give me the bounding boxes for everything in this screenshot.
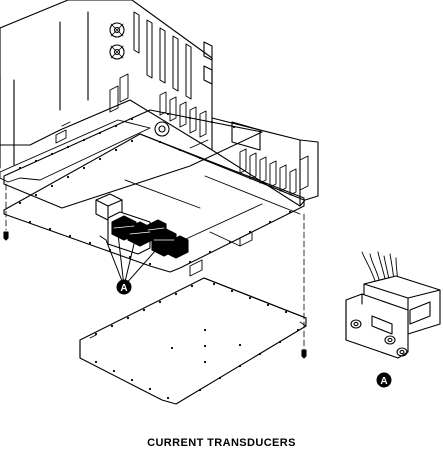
middle-cover-plate	[3, 121, 305, 277]
lower-cover-plate	[79, 277, 307, 405]
callout-a-main-label: A	[120, 283, 127, 294]
screw-icon	[301, 349, 307, 359]
callout-a-detail: A	[376, 372, 392, 388]
callout-a-detail-label: A	[380, 376, 387, 387]
callout-leaders	[99, 229, 157, 287]
upper-cover-plate	[0, 109, 263, 209]
figure-caption: CURRENT TRANSDUCERS	[147, 437, 296, 449]
plate-screws	[18, 139, 292, 266]
alignment-lines	[5, 183, 305, 351]
back-panel-slots	[133, 11, 192, 100]
screw-icon	[3, 231, 9, 241]
cover-screws	[18, 112, 236, 170]
card-rails	[109, 73, 207, 138]
mounting-hole-icon	[109, 44, 125, 60]
lower-plate-screws	[94, 282, 300, 400]
transducer-detail-view	[345, 251, 441, 359]
callout-a-main: A	[116, 279, 132, 295]
chassis	[0, 0, 319, 207]
mounting-hole-icon	[109, 22, 125, 38]
